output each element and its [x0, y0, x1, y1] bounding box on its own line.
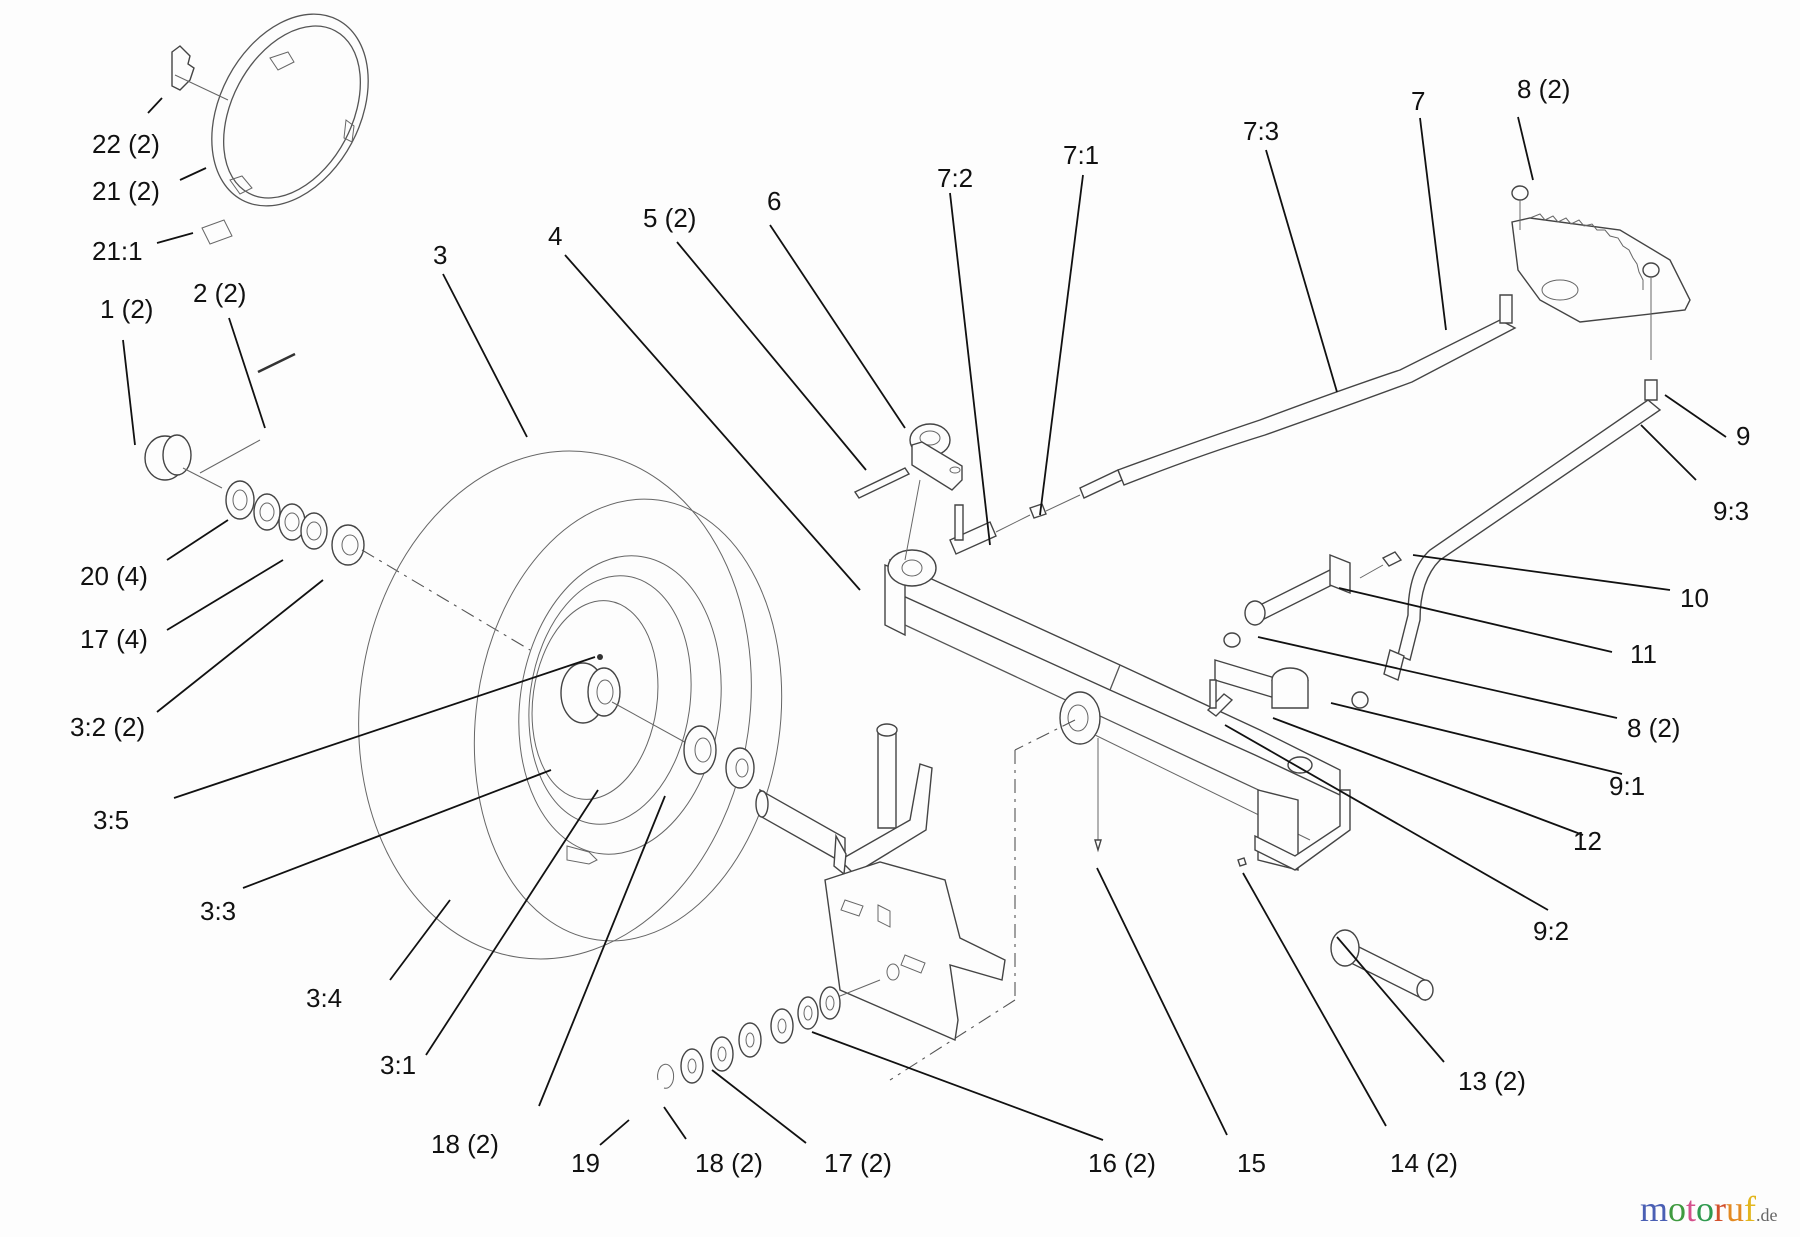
watermark-letter: u [1726, 1189, 1745, 1229]
callout-label: 22 (2) [92, 129, 160, 159]
watermark-letter: m [1640, 1189, 1669, 1229]
callout-label: 7:2 [937, 163, 973, 193]
pivot-bracket-part [1244, 551, 1403, 626]
callout-label: 5 (2) [643, 203, 696, 233]
steering-arm-part [909, 423, 963, 491]
callout-label: 7:1 [1063, 140, 1099, 170]
callout-label: 3 [433, 240, 447, 270]
clip-part [171, 45, 229, 101]
tie-rod-end-part [949, 469, 1123, 555]
callout-label: 17 (2) [824, 1148, 892, 1178]
callout-label: 3:3 [200, 896, 236, 926]
callout-label: 18 (2) [431, 1129, 499, 1159]
right-spindle-part [1254, 756, 1434, 1002]
callout-label: 8 (2) [1627, 713, 1680, 743]
drag-link-part [1117, 294, 1517, 486]
callout-label: 17 (4) [80, 624, 148, 654]
callout-label: 14 (2) [1390, 1148, 1458, 1178]
axle-beam-part [884, 549, 1341, 841]
callout-label: 3:4 [306, 983, 342, 1013]
callout-label: 19 [571, 1148, 600, 1178]
callout-label: 7:3 [1243, 116, 1279, 146]
callout-label: 6 [767, 186, 781, 216]
frame-bracket-part [824, 861, 1006, 1042]
callout-label: 9:3 [1713, 496, 1749, 526]
callout-label: 3:5 [93, 805, 129, 835]
spacer-part [201, 219, 233, 245]
callout-label: 10 [1680, 583, 1709, 613]
cotter-pin-part [257, 352, 296, 374]
wheel-cap-part [144, 434, 192, 481]
grease-fitting-part [1094, 839, 1102, 853]
callout-label: 13 (2) [1458, 1066, 1526, 1096]
callout-label: 9:2 [1533, 916, 1569, 946]
watermark-suffix: .de [1756, 1205, 1778, 1225]
callout-label: 21:1 [92, 236, 143, 266]
watermark-letter: o [1696, 1189, 1715, 1229]
callout-label: 15 [1237, 1148, 1266, 1178]
leader-lines [122, 97, 1727, 1146]
callout-label: 1 (2) [100, 294, 153, 324]
motoruf-watermark-logo: motoruf.de [1640, 1188, 1778, 1230]
callout-label: 9 [1736, 421, 1750, 451]
left-spindle-part [755, 723, 933, 876]
callout-label: 8 (2) [1517, 74, 1570, 104]
watermark-letter: o [1668, 1189, 1687, 1229]
callout-label: 3:1 [380, 1050, 416, 1080]
sector-gear-part [1511, 185, 1691, 360]
watermark-letter: r [1714, 1189, 1727, 1229]
grease-fitting-right [1237, 857, 1247, 867]
callout-label: 3:2 (2) [70, 712, 145, 742]
callout-label: 9:1 [1609, 771, 1645, 801]
tie-rod-part [1351, 379, 1662, 709]
callout-label: 20 (4) [80, 561, 148, 591]
washer-stack-left [225, 480, 365, 566]
hub-ring-part [211, 13, 369, 207]
washer-stack-bottom [657, 986, 841, 1089]
axle-washers [683, 725, 755, 789]
callout-label: 2 (2) [193, 278, 246, 308]
wheel-part [358, 450, 783, 960]
callout-label: 18 (2) [695, 1148, 763, 1178]
watermark-letter: t [1686, 1189, 1697, 1229]
right-steering-arm-part [1206, 632, 1309, 717]
callout-label: 12 [1573, 826, 1602, 856]
callout-label: 4 [548, 221, 562, 251]
watermark-letter: f [1744, 1189, 1757, 1229]
pin-part [853, 467, 911, 499]
callout-label: 21 (2) [92, 176, 160, 206]
callout-label: 16 (2) [1088, 1148, 1156, 1178]
callout-label: 11 [1630, 639, 1657, 669]
callout-label: 7 [1411, 86, 1425, 116]
callout-labels: 22 (2) 21 (2) 21:1 1 (2) 2 (2) 3 4 5 (2)… [70, 74, 1750, 1178]
